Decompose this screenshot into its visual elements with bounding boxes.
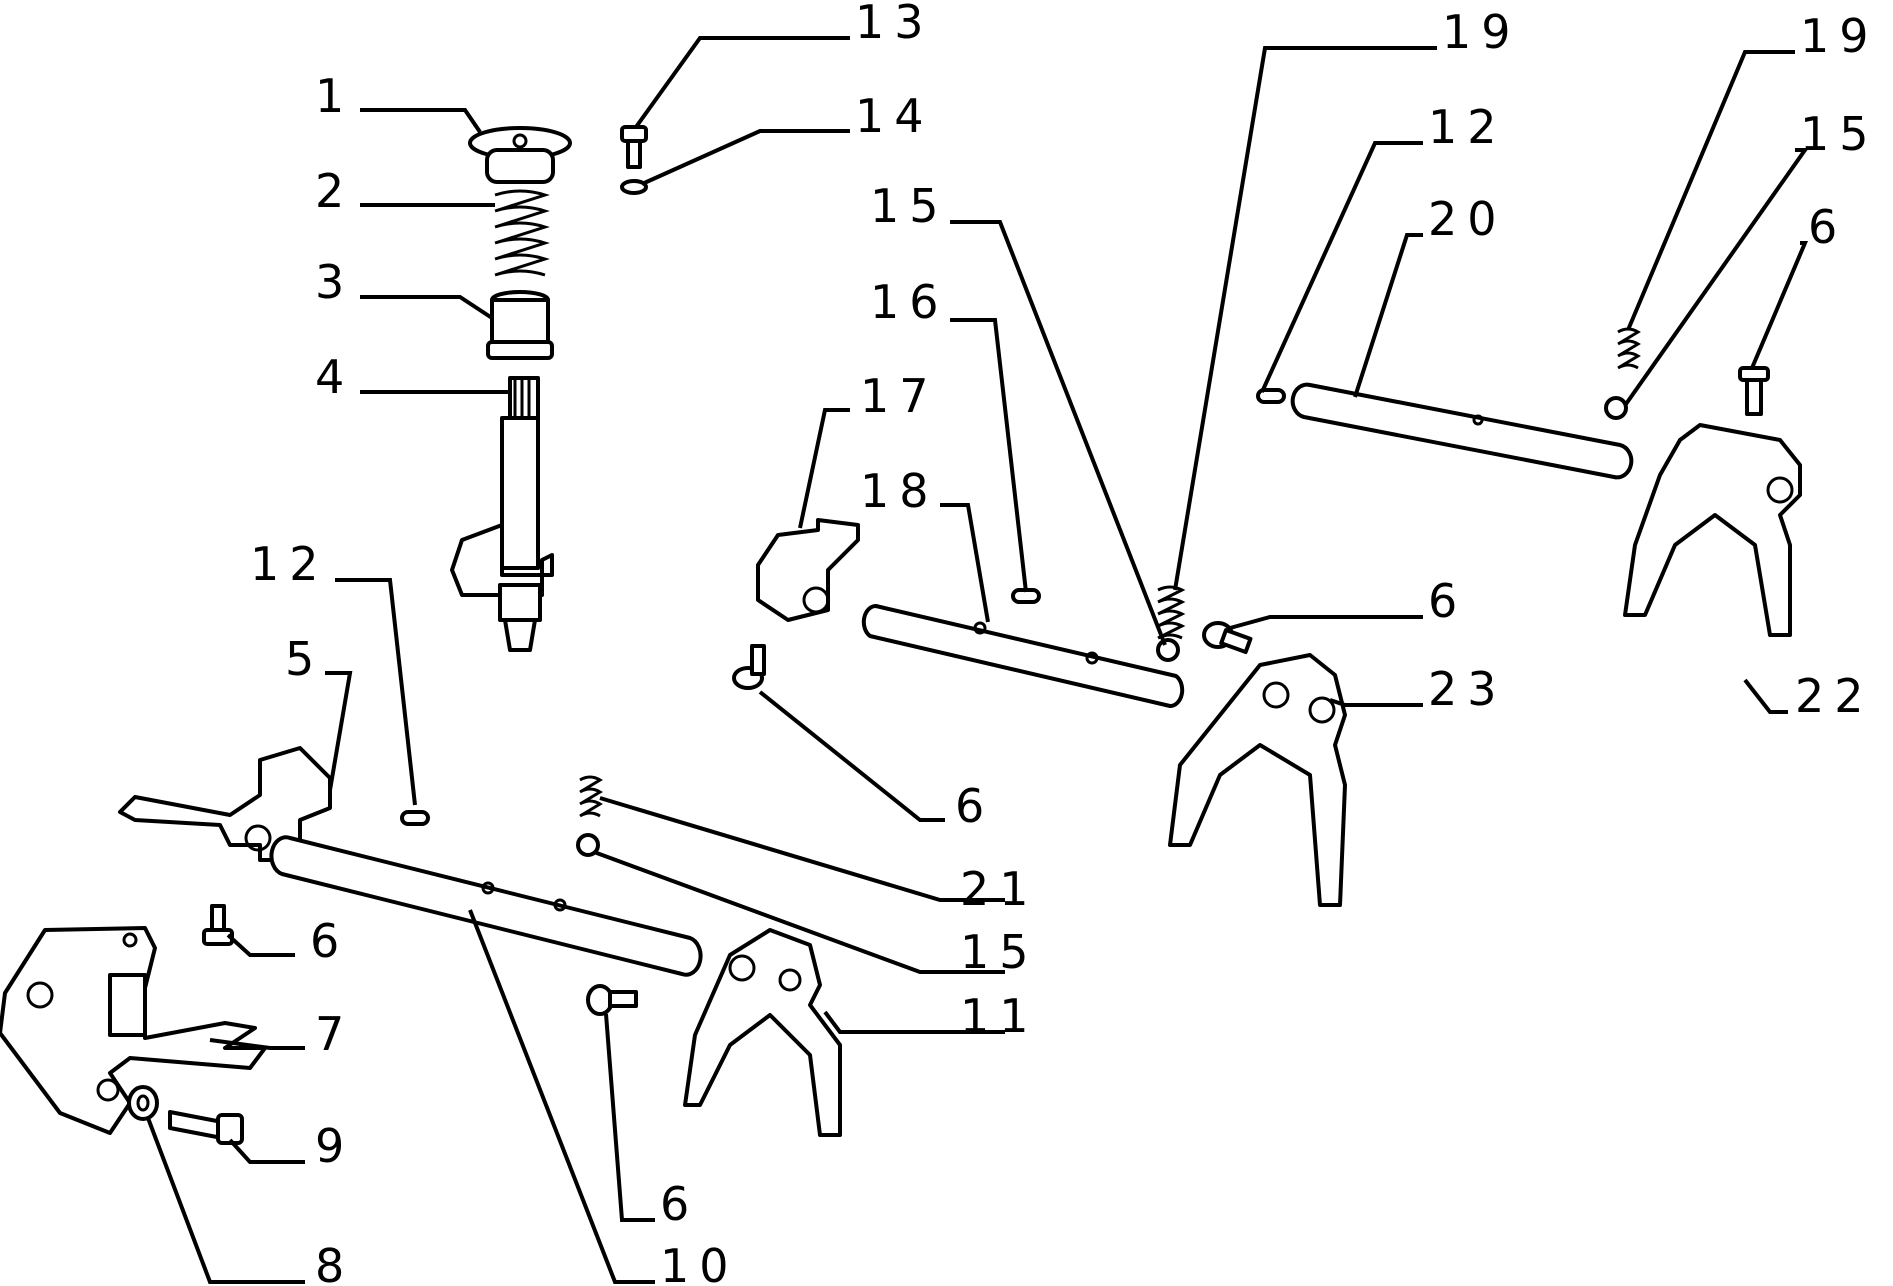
part-ball-center (576, 833, 600, 857)
callout-13: 13 (855, 0, 934, 49)
part-shift-fork-23 (1168, 653, 1347, 907)
part-bracket (0, 926, 267, 1135)
leader-lines (146, 36, 1809, 1284)
callout-8: 8 (315, 1239, 354, 1286)
part-fork-lever (118, 746, 332, 862)
callout-19-right: 19 (1800, 9, 1879, 63)
callout-17: 17 (860, 369, 939, 423)
callout-22: 22 (1795, 669, 1874, 723)
part-shift-fork-11 (683, 928, 842, 1137)
part-ball-15-mid (1156, 638, 1180, 662)
part-key-right (1256, 388, 1286, 404)
callout-19-mid: 19 (1442, 5, 1521, 59)
part-selector-rail-long (269, 835, 703, 977)
part-ball-15-right (1604, 396, 1628, 420)
callout-11: 11 (960, 989, 1039, 1043)
callout-4: 4 (315, 350, 354, 404)
part-cover-plate (468, 126, 572, 184)
callout-15-mid: 15 (870, 179, 949, 233)
callout-6-mid: 6 (955, 779, 994, 833)
callout-6-left: 6 (310, 914, 349, 968)
part-bolt-9 (168, 1110, 244, 1145)
callout-6-right: 6 (1808, 200, 1847, 254)
part-spring-detent-center (579, 775, 603, 818)
part-bolt-6-right-mid (1202, 621, 1253, 655)
callout-7: 7 (315, 1007, 354, 1061)
callout-12-left: 12 (250, 537, 329, 591)
callout-9: 9 (315, 1119, 354, 1173)
callout-21: 21 (960, 862, 1039, 916)
callout-3: 3 (315, 255, 354, 309)
callout-6-right-mid: 6 (1428, 574, 1467, 628)
part-bolt-6-mid (732, 644, 766, 690)
part-shift-fork-22 (1623, 423, 1802, 637)
callout-1: 1 (315, 69, 354, 123)
callout-6-center: 6 (660, 1177, 699, 1231)
callout-2: 2 (315, 164, 354, 218)
callout-14: 14 (855, 89, 934, 143)
callout-16: 16 (870, 275, 949, 329)
callout-23: 23 (1428, 662, 1507, 716)
callout-5: 5 (285, 632, 324, 686)
callout-10: 10 (660, 1239, 739, 1286)
part-bolt-6-center (586, 984, 638, 1016)
part-spring-upper (494, 189, 550, 277)
callout-12-right: 12 (1428, 100, 1507, 154)
part-spring-19-right (1617, 327, 1641, 370)
part-bolt-6-left (202, 904, 234, 946)
part-selector-shaft (450, 376, 554, 652)
part-selector-rail-20 (1290, 382, 1634, 480)
part-bolt-6-right (1738, 366, 1770, 416)
part-washer-small (620, 179, 648, 195)
part-selector-rail-18 (861, 603, 1185, 709)
part-washer-8 (127, 1085, 159, 1121)
callout-20: 20 (1428, 192, 1507, 246)
part-bolt-small (620, 125, 648, 169)
callout-18: 18 (860, 464, 939, 518)
callout-numbers: 1 2 3 4 13 14 12 5 21 15 11 6 7 9 8 10 6… (250, 0, 1879, 1286)
callout-15-center: 15 (960, 925, 1039, 979)
part-guide-block (756, 518, 860, 622)
part-spring-19-mid (1157, 585, 1186, 640)
part-bushing (486, 290, 554, 360)
callout-15-right: 15 (1800, 107, 1879, 161)
part-key-left (400, 810, 430, 826)
